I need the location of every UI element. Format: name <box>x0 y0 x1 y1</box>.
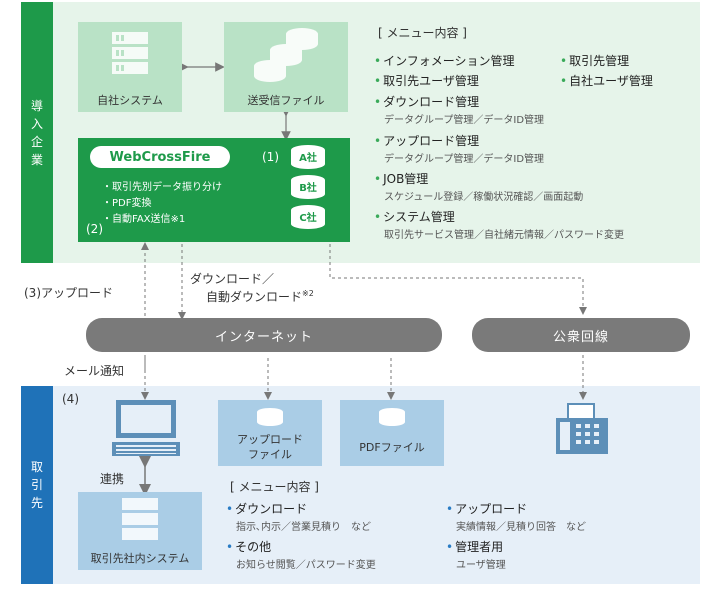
company-b: B社 <box>299 183 317 194</box>
menu-item-partner: •取引先管理 <box>560 54 630 68</box>
client-server-icon <box>122 498 158 540</box>
internet-pill: インターネット <box>86 318 442 352</box>
menu-item-own-user: •自社ユーザ管理 <box>560 74 653 88</box>
download-flow-label-2: 自動ダウンロード※2 <box>206 289 314 304</box>
company-db-icon <box>291 145 325 229</box>
pdf-file-db-icon <box>379 408 405 426</box>
upload-flow-label: (3)アップロード <box>24 286 113 300</box>
company-a: A社 <box>299 153 317 164</box>
public-line-pill: 公衆回線 <box>472 318 690 352</box>
mail-notify-label: メール通知 <box>64 364 125 378</box>
webcrossfire-num1: (1) <box>262 150 279 164</box>
client-num4: (4) <box>62 392 79 406</box>
enterprise-band: 導 入 企 業 <box>21 2 53 263</box>
menu-sub-upload: データグループ管理／データID管理 <box>384 154 545 165</box>
upload-file-node: アップロード ファイル <box>218 400 322 466</box>
client-sub-download: 指示､内示／営業見積り など <box>236 522 371 533</box>
menu-item-upload: •アップロード管理 <box>374 134 480 148</box>
wcf-bullet-2: ・PDF変換 <box>102 198 152 209</box>
link-label: 連携 <box>100 472 125 486</box>
menu-item-partner-user: •取引先ユーザ管理 <box>374 74 479 88</box>
client-menu-title: [ メニュー内容 ] <box>230 480 319 494</box>
webcrossfire-title: WebCrossFire <box>90 146 230 168</box>
menu-item-system: •システム管理 <box>374 210 455 224</box>
client-sub-other: お知らせ閲覧／パスワード変更 <box>236 560 376 571</box>
client-menu-admin: •管理者用 <box>446 540 504 554</box>
upload-file-db-icon <box>257 408 283 426</box>
client-menu-download: •ダウンロード <box>226 502 308 516</box>
server-icon <box>112 32 148 74</box>
fax-icon <box>556 403 608 454</box>
webcrossfire-num2: (2) <box>86 222 103 236</box>
menu-sub-job: スケジュール登録／稼働状況確認／画面起動 <box>384 192 584 203</box>
pdf-file-node: PDFファイル <box>340 400 444 466</box>
wcf-bullet-3: ・自動FAX送信※1 <box>102 214 186 225</box>
client-system-label: 取引先社内システム <box>90 552 190 565</box>
company-c: C社 <box>299 213 317 224</box>
client-sub-upload: 実績情報／見積り回答 など <box>456 522 586 533</box>
client-menu-other: •その他 <box>226 540 272 554</box>
menu-item-job: •JOB管理 <box>374 172 429 186</box>
menu-sub-system: 取引先サービス管理／自社緒元情報／パスワード変更 <box>384 230 624 241</box>
pdf-file-label: PDFファイル <box>359 441 425 454</box>
file-transfer-label: 送受信ファイル <box>247 94 325 107</box>
upload-file-label-1: アップロード <box>237 433 303 446</box>
menu-item-download: •ダウンロード管理 <box>374 95 480 109</box>
wcf-bullet-1: ・取引先別データ振り分け <box>102 182 222 193</box>
menu-sub-download: データグループ管理／データID管理 <box>384 115 545 126</box>
computer-icon <box>112 400 180 456</box>
own-system-label: 自社システム <box>97 94 163 107</box>
enterprise-menu-title: [ メニュー内容 ] <box>378 26 467 40</box>
menu-item-information: •インフォメーション管理 <box>374 54 515 68</box>
database-stack-icon <box>254 28 318 82</box>
client-sub-admin: ユーザ管理 <box>456 560 506 571</box>
client-menu-upload: •アップロード <box>446 502 528 516</box>
upload-file-label-2: ファイル <box>248 448 292 461</box>
download-flow-label-1: ダウンロード／ <box>190 272 275 286</box>
client-band: 取 引 先 <box>21 386 53 584</box>
